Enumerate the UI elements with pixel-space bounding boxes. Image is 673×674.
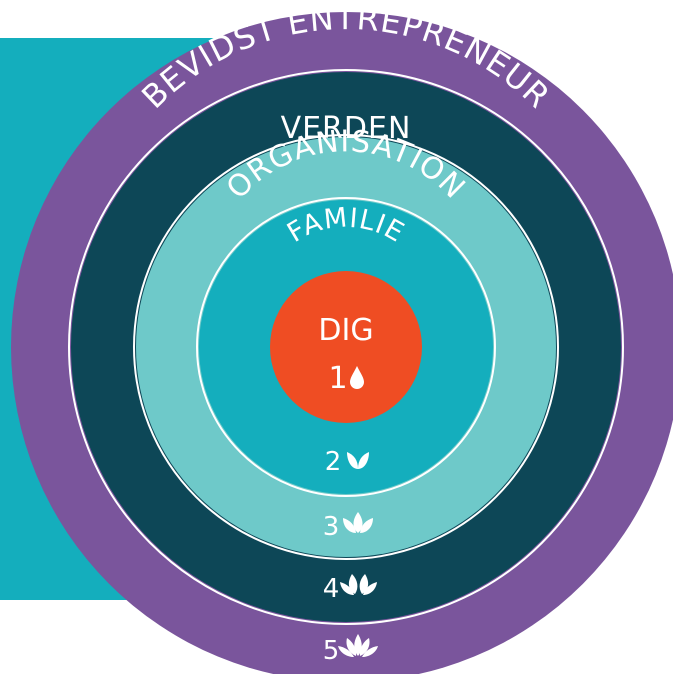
separator-ring	[133, 134, 559, 560]
ring-5-number: 5	[323, 636, 340, 666]
droplet-icon	[350, 366, 364, 389]
three-petal-lotus-icon	[343, 512, 373, 533]
ring-4-number: 4	[323, 574, 340, 604]
two-leaf-icon	[347, 452, 369, 469]
five-petal-lotus-icon	[338, 634, 378, 657]
separator-ring	[68, 69, 624, 625]
ring-2-number: 2	[325, 447, 342, 477]
core-label: DIG	[318, 313, 373, 348]
separator-ring	[196, 197, 496, 497]
ring-3-number: 3	[323, 512, 340, 542]
ring-4-label: VERDEN	[281, 111, 412, 146]
four-petal-lotus-icon	[340, 574, 377, 595]
core-number: 1	[328, 361, 347, 396]
core-circle	[270, 271, 422, 423]
